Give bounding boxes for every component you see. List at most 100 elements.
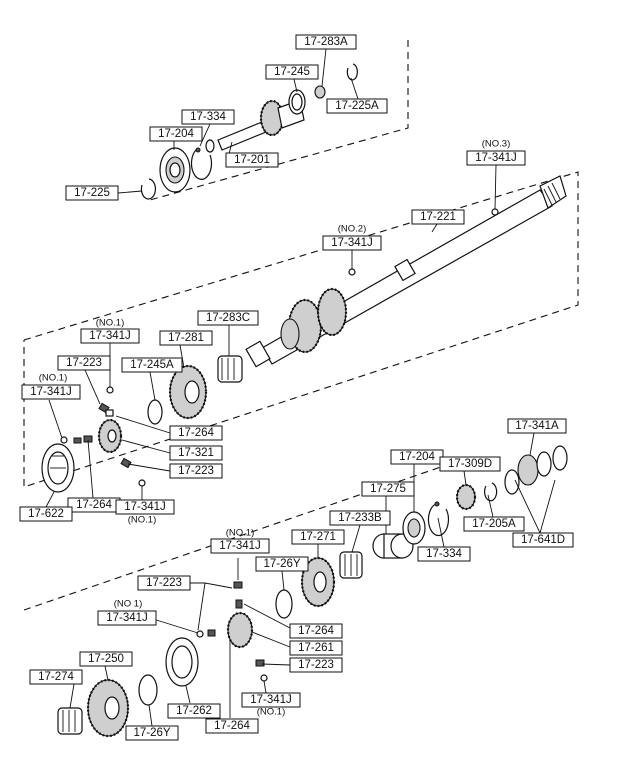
callouts: 17-283A 17-245 17-225A 17-334 17-204 17-… [19,34,574,741]
callout-17-283A: 17-283A [295,34,357,50]
callout-17-201: 17-201 [225,152,279,168]
svg-text:17-250: 17-250 [88,653,124,665]
callout-17-223-a: 17-223 [57,355,111,371]
svg-text:17-233B: 17-233B [338,512,382,524]
svg-text:17-309D: 17-309D [448,458,492,470]
main-shaft-17-221 [245,175,567,368]
callout-17-245: 17-245 [265,64,319,80]
callout-17-341J-no1-a: 17-341J [80,328,140,344]
callout-17-264-c: 17-264 [289,623,343,639]
svg-text:17-341A: 17-341A [515,420,559,432]
note-no1-d: (NO.1) [226,528,255,539]
svg-text:17-223: 17-223 [178,465,214,477]
callout-17-264-a: 17-264 [169,425,223,441]
callout-17-245A: 17-245A [121,357,183,373]
svg-text:17-341J: 17-341J [30,386,72,398]
bearing-17-283A [314,85,326,99]
callout-17-271: 17-271 [291,529,345,545]
svg-text:17-201: 17-201 [234,154,270,166]
svg-text:17-204: 17-204 [158,128,194,140]
svg-text:17-205A: 17-205A [472,518,516,530]
gear-17-281 [168,364,208,420]
gear-17-250 [86,678,130,738]
svg-text:17-264: 17-264 [76,499,112,511]
callout-17-641D: 17-641D [512,532,574,548]
svg-text:17-264: 17-264 [298,625,334,637]
leader-lines [45,48,556,727]
svg-text:17-341J: 17-341J [250,694,292,706]
gear-17-309D [455,483,477,511]
callout-17-204-mid: 17-204 [390,449,444,465]
svg-text:17-281: 17-281 [168,332,204,344]
bearing-17-204-top [159,147,191,193]
note-no1-a: (NO.1) [96,318,125,329]
callout-17-205A: 17-205A [463,516,525,532]
gear-17-271 [300,556,336,608]
svg-text:17-26Y: 17-26Y [263,558,300,570]
bearing-17-204-mid [402,511,426,545]
callout-17-309D: 17-309D [439,456,501,472]
svg-text:17-341J: 17-341J [219,540,261,552]
callout-17-26Y-b: 17-26Y [125,725,179,741]
ring-17-225 [140,178,157,200]
svg-text:17-275: 17-275 [370,483,406,495]
callout-17-225A: 17-225A [326,98,388,114]
callout-17-261: 17-261 [289,640,343,656]
needle-bearing-17-233B [339,551,363,579]
ring-17-245A [147,399,163,425]
svg-text:17-334: 17-334 [190,111,226,123]
hub-17-261 [226,611,254,649]
svg-text:17-262: 17-262 [176,705,212,717]
callout-17-264-b: 17-264 [67,497,121,513]
svg-text:17-341J: 17-341J [475,152,517,164]
snap-ring-17-334-top [190,147,213,180]
callout-17-341J-no1-d: 17-341J [210,538,270,554]
callout-17-341J-no1-f: 17-341J [241,692,301,708]
svg-text:17-622: 17-622 [28,508,64,520]
svg-text:17-204: 17-204 [399,451,435,463]
callout-17-223-c: 17-223 [137,575,191,591]
svg-text:17-245: 17-245 [274,66,310,78]
boundary-middle-group [23,171,579,488]
svg-text:17-245A: 17-245A [130,359,174,371]
callout-17-334-mid: 17-334 [417,546,471,562]
callout-17-262: 17-262 [167,703,221,719]
note-no2: (NO.2) [338,224,367,235]
ring-17-205A [484,482,498,502]
note-no1-c: (NO.1) [128,515,157,526]
input-shaft-17-201 [205,99,305,153]
callout-17-341J-no1-c: 17-341J [115,499,175,515]
svg-text:17-264: 17-264 [178,427,214,439]
svg-text:17-283A: 17-283A [304,36,348,48]
callout-17-274: 17-274 [29,669,83,685]
svg-text:17-264: 17-264 [214,720,250,732]
callout-17-223-d: 17-223 [289,657,343,673]
callout-17-341J-no3: 17-341J [466,150,526,166]
needle-bearing-17-274 [57,707,83,735]
svg-text:17-341J: 17-341J [89,330,131,342]
svg-text:17-223: 17-223 [66,357,102,369]
callout-17-264-d: 17-264 [205,718,259,734]
svg-text:17-341J: 17-341J [331,237,373,249]
ring-17-26Y-a [275,589,293,619]
svg-text:17-223: 17-223 [146,577,182,589]
callout-17-321: 17-321 [169,445,223,461]
callout-17-334-top: 17-334 [181,109,235,125]
bearing-17-341A [504,445,568,495]
hub-17-321 [97,418,123,454]
springs-and-keys-middle [73,402,132,469]
ring-17-225A [346,63,358,81]
callout-17-341J-no1-e: 17-341J [97,610,157,626]
boundary-top-group [149,40,409,201]
note-no1-b: (NO.1) [39,373,68,384]
svg-text:17-274: 17-274 [38,671,74,683]
callout-17-622: 17-622 [19,506,73,522]
svg-text:17-321: 17-321 [178,447,214,459]
svg-text:17-221: 17-221 [420,211,456,223]
callout-17-225: 17-225 [65,185,119,201]
ring-17-26Y-b [138,674,158,706]
needle-bearing-17-283C [217,355,243,383]
svg-text:17-341J: 17-341J [106,612,148,624]
callout-17-223-b: 17-223 [169,463,223,479]
svg-text:17-225A: 17-225A [335,100,379,112]
